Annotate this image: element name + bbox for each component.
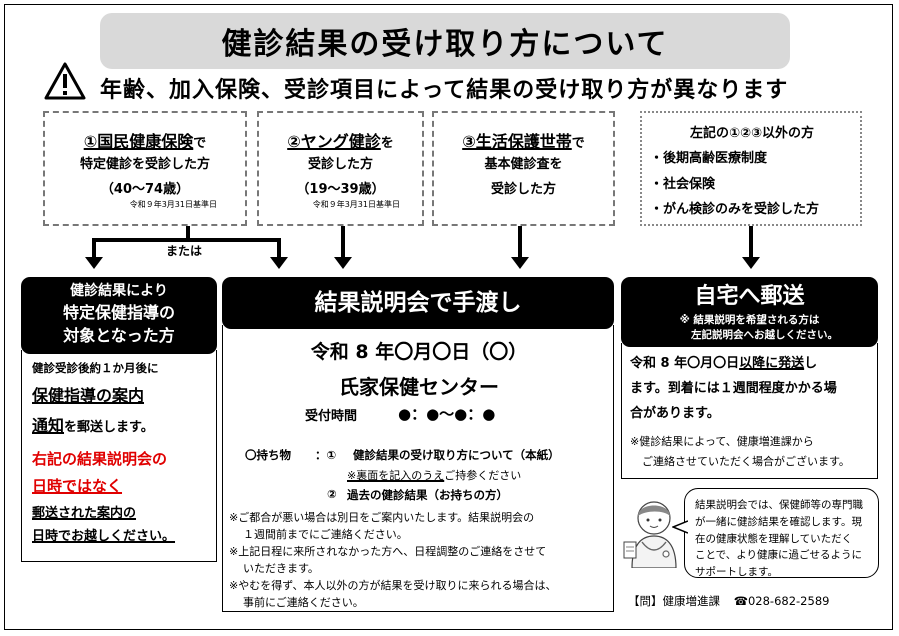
group-2-note: 令和９年3月31日基準日 (312, 200, 400, 210)
right-header-title: 自宅へ郵送 (694, 284, 805, 309)
contact: 【問】健康増進課 ☎028-682-2589 (628, 593, 829, 609)
right-text-2: ます。到着には１週間程度かかる場 (630, 381, 837, 396)
or-label: または (166, 244, 203, 258)
left-text-1: 健診受診後約１か月後に (32, 361, 159, 375)
group-2-name: ②ヤング健診 (287, 132, 381, 151)
left-header-line1: 健診結果により (70, 283, 168, 299)
right-text-1-post: し (804, 356, 818, 371)
event-date: 令和 8 年〇月〇日（〇） (310, 341, 528, 363)
left-header: 健診結果により 特定保健指導の 対象となった方 (21, 277, 217, 354)
group-1-suffix: で (193, 136, 207, 151)
reception-time-value: ●：●～●：● (398, 405, 496, 423)
left-red-1: 右記の結果説明会の (32, 450, 168, 468)
bubble-line-4: ことで、より健康に過ごせるように (695, 549, 863, 562)
contact-phone[interactable]: 028-682-2589 (747, 594, 830, 608)
event-venue: 氏家保健センター (339, 375, 499, 399)
note-1a: ※ご都合が悪い場合は別日をご案内いたします。結果説明会の (229, 511, 535, 524)
reception-time-label: 受付時間 (305, 409, 358, 424)
group-4-item-3: ・がん検診のみを受診した方 (650, 202, 820, 218)
arrow-down-icon (511, 257, 529, 269)
arrow-down-icon (334, 257, 352, 269)
connector-line (186, 226, 190, 240)
bubble-line-2: が一緒に健診結果を確認します。現 (695, 515, 862, 528)
connector-line (277, 238, 281, 258)
bring-1: 健診結果の受け取り方について（本紙） (353, 448, 560, 462)
group-1-age: （40～74歳） (100, 181, 190, 197)
page-subtitle: 年齢、加入保険、受診項目によって結果の受け取り方が異なります (100, 78, 789, 103)
center-panel: 令和 8 年〇月〇日（〇） 氏家保健センター 受付時間 ●：●～●：● 〇持ち物… (222, 325, 614, 612)
group-3-suffix: で (571, 136, 585, 151)
right-note-1: ※健診結果によって、健康増進課から (630, 435, 814, 448)
note-3a: ※やむを得ず、本人以外の方が結果を受け取りに来られる場合は、 (229, 579, 557, 593)
health-worker-illustration (623, 501, 677, 568)
right-header-note-1: ※ 結果説明を希望される方は (679, 314, 820, 326)
arrow-down-icon (85, 257, 103, 269)
phone-icon: ☎ (733, 594, 748, 608)
right-text-3: 合があります。 (630, 406, 720, 421)
group-2-suffix: を (380, 136, 394, 151)
right-text-1-ul: 以降に発送 (739, 356, 805, 371)
group-box-2: ②ヤング健診を 受診した方 （19～39歳） 令和９年3月31日基準日 (257, 111, 424, 226)
group-1-line2: 特定健診を受診した方 (79, 156, 210, 172)
left-panel: 健診受診後約１か月後に 保健指導の案内 通知を郵送します。 右記の結果説明会の … (21, 350, 217, 562)
arrow-down-icon (742, 257, 760, 269)
connector-line (518, 226, 522, 258)
connector-line (92, 238, 280, 242)
bring-1-note-ul: ※裏面を記入のうえ (347, 469, 445, 482)
right-text-1-pre: 令和 8 年〇月〇日 (630, 356, 740, 371)
right-header-note-2: 左記説明会へお越しください。 (691, 329, 838, 341)
warning-icon (44, 62, 86, 100)
group-3-line3: 受診した方 (490, 181, 556, 197)
bubble-tail (672, 520, 688, 534)
right-header: 自宅へ郵送 ※ 結果説明を希望される方は 左記説明会へお越しください。 (621, 277, 878, 347)
group-4-item-1: ・後期高齢医療制度 (650, 151, 768, 167)
left-red-2: 日時ではなく (32, 477, 123, 495)
right-panel: 令和 8 年〇月〇日以降に発送し ます。到着には１週間程度かかる場 合があります… (621, 343, 878, 479)
group-box-3: ③生活保護世帯で 基本健診査を 受診した方 (432, 111, 615, 226)
connector-line (92, 238, 96, 258)
left-text-3-ul: 通知 (32, 416, 65, 435)
page-frame (4, 4, 893, 630)
center-notes: ※ご都合が悪い場合は別日をご案内いたします。結果説明会の １週間前までにご連絡く… (229, 509, 613, 611)
bubble-line-3: 在の健康状態を理解していただく (695, 532, 853, 545)
group-4-item-2: ・社会保険 (650, 176, 716, 192)
left-header-line2: 特定保健指導の (62, 303, 175, 323)
group-box-1: ①国民健康保険で 特定健診を受診した方 （40～74歳） 令和９年3月31日基準… (43, 111, 247, 226)
group-2-line2: 受診した方 (307, 156, 373, 172)
bring-2: 過去の健診結果（お持ちの方） (347, 488, 508, 502)
group-1-note: 令和９年3月31日基準日 (129, 200, 217, 210)
connector-line (749, 226, 753, 258)
left-text-2: 保健指導の案内 (32, 386, 145, 405)
group-box-4: 左記の①②③以外の方 ・後期高齢医療制度 ・社会保険 ・がん検診のみを受診した方 (640, 111, 862, 226)
note-3b: 事前にご連絡ください。 (243, 596, 364, 610)
bubble-line-5: サポートします。 (695, 566, 778, 579)
right-note-2: ご連絡させていただく場合がございます。 (642, 455, 850, 468)
bring-1-num: ：① (315, 448, 337, 462)
bubble-line-1: 結果説明会では、保健師等の専門職 (695, 499, 863, 511)
bring-2-num: ② (327, 487, 337, 501)
left-text-3-rest: を郵送します。 (64, 420, 154, 435)
group-2-age: （19～39歳） (296, 181, 385, 197)
note-2b: いただきます。 (243, 562, 319, 576)
bring-1-note-rest: ご持参ください (444, 469, 522, 482)
arrow-down-icon (270, 257, 288, 269)
left-text-4: 郵送された案内の (32, 506, 137, 521)
left-header-line3: 対象となった方 (63, 326, 175, 346)
center-header: 結果説明会で手渡し (222, 277, 614, 329)
group-3-name: ③生活保護世帯 (462, 132, 572, 151)
contact-label: 【問】健康増進課 (628, 594, 720, 608)
group-3-line2: 基本健診査を (484, 156, 563, 172)
left-text-5: 日時でお越しください。 (32, 529, 176, 544)
group-1-name: ①国民健康保険 (83, 132, 194, 151)
note-1b: １週間前までにご連絡ください。 (243, 528, 408, 542)
page-title: 健診結果の受け取り方について (100, 13, 790, 69)
group-4-heading: 左記の①②③以外の方 (689, 126, 815, 141)
info-bubble: 結果説明会では、保健師等の専門職 が一緒に健診結果を確認します。現 在の健康状態… (684, 488, 879, 578)
bring-label: 〇持ち物 (245, 448, 291, 462)
note-2a: ※上記日程に来所されなかった方へ、日程調整のご連絡をさせて (229, 545, 547, 559)
connector-line (341, 226, 345, 258)
